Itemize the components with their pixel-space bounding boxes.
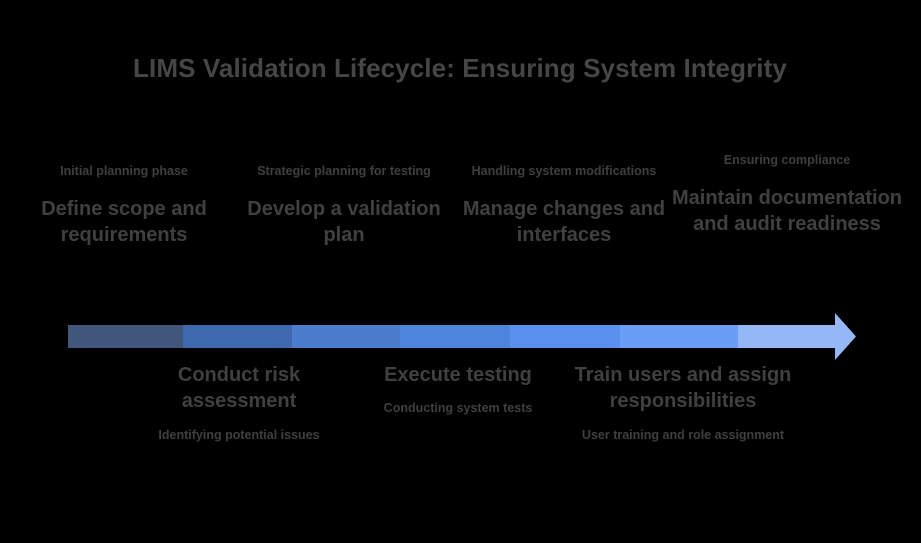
stage-6-label: Train users and assign responsibilities (574, 364, 792, 413)
stage-3-caption: Strategic planning for testing (257, 164, 431, 178)
timeline-segment-1 (68, 325, 183, 348)
timeline-stage-3[interactable]: Strategic planning for testing Develop a… (238, 163, 450, 248)
timeline-segment-3 (292, 325, 400, 348)
timeline-stage-7[interactable]: Ensuring compliance Maintain documentati… (672, 152, 902, 237)
timeline-stage-1[interactable]: Initial planning phase Define scope and … (18, 163, 230, 248)
timeline-segment-6 (620, 325, 738, 348)
timeline-arrow-bar (68, 325, 822, 348)
stage-5-label: Manage changes and interfaces (462, 197, 666, 247)
stage-6-caption: User training and role assignment (581, 427, 785, 442)
stage-4-label: Execute testing (384, 364, 532, 386)
timeline-stage-2[interactable]: Conduct risk assessment Identifying pote… (128, 362, 350, 443)
timeline-segment-4 (400, 325, 510, 348)
timeline-segment-5 (510, 325, 620, 348)
stage-1-label: Define scope and requirements (41, 197, 207, 247)
stage-4-caption: Conducting system tests (383, 401, 533, 416)
arrow-head-icon (818, 313, 856, 360)
timeline-segment-7 (738, 325, 822, 348)
stage-2-label: Conduct risk assessment (177, 364, 301, 413)
timeline-stage-4[interactable]: Execute testing Conducting system tests (352, 362, 564, 417)
timeline-segment-2 (183, 325, 292, 348)
page-title: LIMS Validation Lifecycle: Ensuring Syst… (133, 53, 787, 83)
stage-2-caption: Identifying potential issues (158, 427, 320, 442)
timeline-stage-6[interactable]: Train users and assign responsibilities … (566, 362, 800, 443)
stage-5-caption: Handling system modifications (471, 164, 657, 178)
timeline-stage-5[interactable]: Handling system modifications Manage cha… (458, 163, 670, 248)
stage-3-label: Develop a validation plan (247, 197, 441, 247)
stage-1-caption: Initial planning phase (60, 164, 188, 178)
stage-7-label: Maintain documentation and audit readine… (672, 186, 902, 236)
stage-7-caption: Ensuring compliance (723, 153, 851, 167)
